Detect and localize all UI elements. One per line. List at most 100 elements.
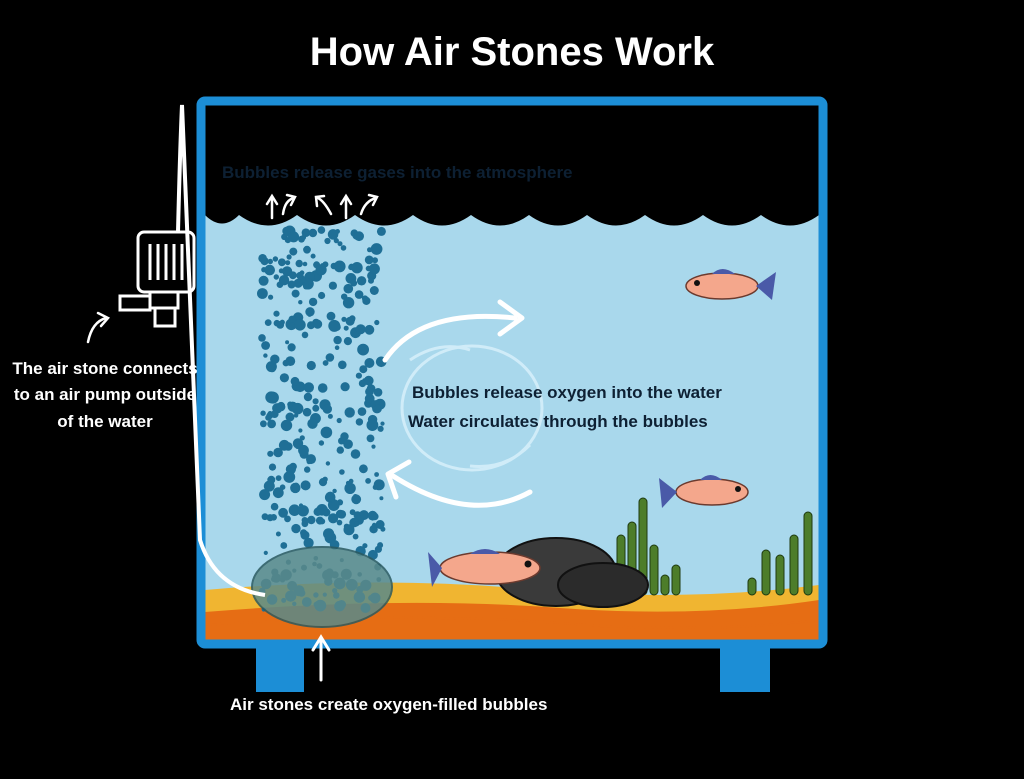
bubble (273, 310, 280, 317)
bubble (270, 514, 278, 521)
plant-icon (616, 497, 813, 596)
bubble (267, 258, 273, 265)
bubble (328, 319, 341, 332)
water-surface-waves (205, 105, 819, 226)
bubble (377, 542, 384, 549)
bubble (359, 464, 368, 474)
bubble (288, 231, 300, 243)
bubble (308, 228, 318, 238)
bubble (296, 271, 304, 280)
bubble (310, 253, 316, 259)
bubble (298, 300, 303, 305)
bubble (264, 264, 276, 276)
bubble (267, 419, 276, 429)
bubble (261, 341, 270, 350)
bubble (322, 360, 329, 366)
bubble (295, 313, 303, 321)
tank-leg-left (256, 640, 304, 692)
bubble (355, 418, 364, 426)
bubble (287, 343, 296, 352)
bubble (303, 382, 314, 393)
bubble (289, 247, 298, 256)
bubble (304, 466, 311, 473)
fish-icon (659, 475, 749, 508)
bubble (352, 533, 359, 540)
page-title: How Air Stones Work (309, 30, 715, 74)
bubble (340, 432, 349, 441)
bubble (336, 519, 343, 526)
bubble (263, 550, 268, 556)
bubble (260, 420, 267, 428)
arrow-up-icon (311, 634, 331, 682)
bubble (258, 253, 267, 263)
bubble (278, 275, 290, 286)
bubble (328, 281, 337, 290)
fish-icon (685, 269, 776, 300)
bubble (272, 487, 284, 499)
bubble (372, 484, 379, 490)
bubble (369, 525, 378, 534)
bubble (368, 263, 380, 275)
bubble (342, 297, 355, 309)
bubble (370, 243, 383, 255)
bubble (318, 440, 325, 446)
bubble (374, 404, 382, 412)
bubble (279, 373, 289, 383)
bubble (357, 407, 367, 416)
bubble (362, 296, 371, 305)
bubble (282, 266, 293, 277)
bubble-column (257, 225, 387, 613)
bubble (306, 459, 312, 465)
bubble (295, 443, 301, 449)
water-swirl (400, 344, 544, 472)
bubble (327, 229, 339, 240)
bubble (364, 393, 375, 404)
bubble (354, 521, 360, 527)
bubble (284, 515, 291, 523)
bubble (307, 515, 316, 525)
bubble (285, 412, 295, 422)
bubble (368, 277, 374, 284)
oxygen-label: Bubbles release oxygen into the water (412, 383, 722, 402)
arrow-up-icon (265, 193, 379, 220)
bubble (340, 382, 350, 392)
bubble (315, 516, 324, 525)
bubble (344, 482, 356, 494)
bubble (377, 425, 384, 432)
bubble (318, 478, 328, 487)
bubble (344, 407, 355, 418)
bubble (366, 419, 379, 431)
bubble (371, 444, 376, 449)
bubble (293, 413, 299, 418)
bubble (333, 335, 342, 345)
bubble (307, 312, 312, 317)
bubble (286, 254, 292, 260)
bubble (285, 340, 290, 345)
bubble (351, 494, 362, 505)
bubble (337, 510, 347, 519)
bubble (291, 523, 301, 534)
bubble (375, 520, 385, 529)
bubble (306, 360, 316, 371)
bubble (367, 247, 372, 253)
bubble (312, 404, 320, 412)
bubble (280, 419, 293, 432)
bubble (325, 461, 331, 466)
bubble (343, 337, 352, 346)
bubble (366, 434, 375, 443)
bubble (270, 502, 279, 511)
bubble (322, 404, 332, 414)
bubble (285, 260, 291, 266)
bubble (278, 439, 290, 451)
bubble (350, 279, 358, 287)
bubble (268, 364, 276, 373)
bubble (345, 316, 355, 326)
bubble (272, 256, 279, 262)
bubble (365, 478, 371, 484)
bubble (276, 402, 286, 412)
bubble (263, 480, 275, 492)
bubble (258, 275, 269, 286)
bubble (313, 319, 323, 329)
circulation-label: Water circulates through the bubbles (408, 412, 708, 431)
